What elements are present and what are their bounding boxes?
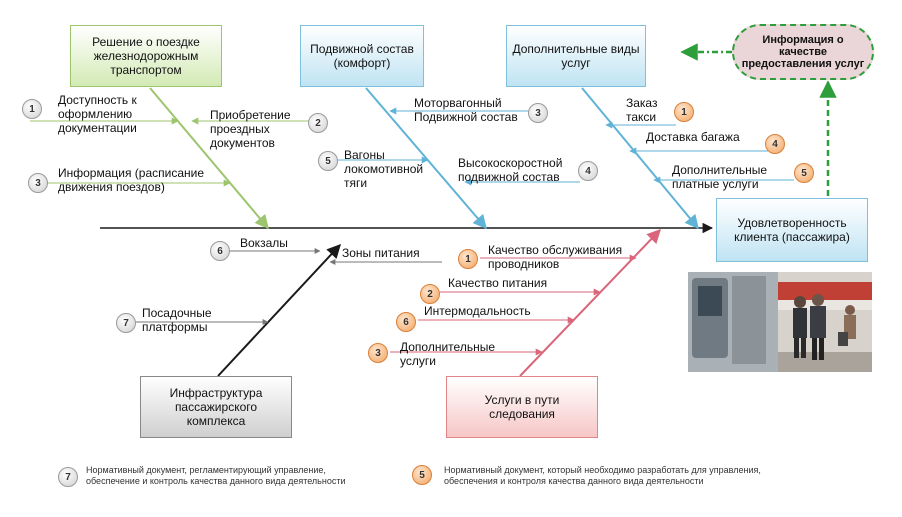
category-en-route-services: Услуги в пути следования bbox=[446, 376, 598, 438]
cause-label: Качество обслуживания проводников bbox=[488, 243, 623, 271]
bone-services bbox=[519, 228, 661, 377]
cause-label: Вокзалы bbox=[240, 236, 288, 250]
category-additional-services: Дополнительные виды услуг bbox=[506, 25, 646, 87]
cause-number-badge: 3 bbox=[368, 343, 388, 363]
bone-additional bbox=[581, 87, 699, 230]
bone-rail bbox=[149, 87, 269, 230]
cause-label: Высокоскоростной подвижной состав bbox=[458, 156, 563, 184]
info-quality-box: Информация о качестве предоставления усл… bbox=[732, 24, 874, 80]
cause-number-badge: 7 bbox=[116, 313, 136, 333]
cause-number-badge: 5 bbox=[794, 163, 814, 183]
cause-label: Интермодальность bbox=[424, 304, 531, 318]
legend-badge-required: 5 bbox=[412, 465, 432, 485]
cause-label: Зоны питания bbox=[342, 246, 420, 260]
cause-label: Моторвагонный Подвижной состав bbox=[414, 96, 518, 124]
cause-label: Посадочные платформы bbox=[142, 306, 212, 334]
cause-number-badge: 5 bbox=[318, 151, 338, 171]
category-infrastructure: Инфраструктура пассажирского комплекса bbox=[140, 376, 292, 438]
cause-label: Доставка багажа bbox=[646, 130, 740, 144]
legend-text-required-line1: Нормативный документ, который необходимо… bbox=[444, 465, 761, 475]
cause-label: Дополнительные платные услуги bbox=[672, 163, 767, 191]
cause-number-badge: 6 bbox=[210, 241, 230, 261]
category-rail-decision: Решение о поездке железнодорожным трансп… bbox=[70, 25, 222, 87]
cause-number-badge: 2 bbox=[308, 113, 328, 133]
cause-number-badge: 1 bbox=[674, 102, 694, 122]
cause-label: Заказ такси bbox=[626, 96, 658, 124]
cause-label: Дополнительные услуги bbox=[400, 340, 495, 368]
cause-number-badge: 6 bbox=[396, 312, 416, 332]
cause-label: Качество питания bbox=[448, 276, 548, 290]
legend-badge-existing: 7 bbox=[58, 467, 78, 487]
cause-number-badge: 3 bbox=[528, 103, 548, 123]
cause-label: Доступность к оформлению документации bbox=[58, 93, 137, 135]
cause-number-badge: 1 bbox=[458, 249, 478, 269]
cause-number-badge: 4 bbox=[765, 134, 785, 154]
cause-number-badge: 4 bbox=[578, 161, 598, 181]
cause-number-badge: 2 bbox=[420, 284, 440, 304]
legend-text-existing-line2: обеспечение и контроль качества данного … bbox=[86, 476, 346, 486]
cause-label: Приобретение проездных документов bbox=[210, 108, 291, 150]
effect-customer-satisfaction: Удовлетворенность клиента (пассажира) bbox=[716, 198, 868, 262]
train-platform-photo bbox=[688, 272, 872, 372]
legend-text-existing-line1: Нормативный документ, регламентирующий у… bbox=[86, 465, 326, 475]
bone-infrastructure bbox=[217, 243, 341, 377]
cause-number-badge: 1 bbox=[22, 99, 42, 119]
cause-number-badge: 3 bbox=[28, 173, 48, 193]
category-rolling-stock: Подвижной состав (комфорт) bbox=[300, 25, 424, 87]
cause-label: Вагоны локомотивной тяги bbox=[344, 148, 424, 190]
legend-text-required-line2: обеспечения и контроля качества данного … bbox=[444, 476, 704, 486]
cause-label: Информация (расписание движения поездов) bbox=[58, 166, 205, 194]
train-photo-illustration bbox=[688, 272, 872, 372]
